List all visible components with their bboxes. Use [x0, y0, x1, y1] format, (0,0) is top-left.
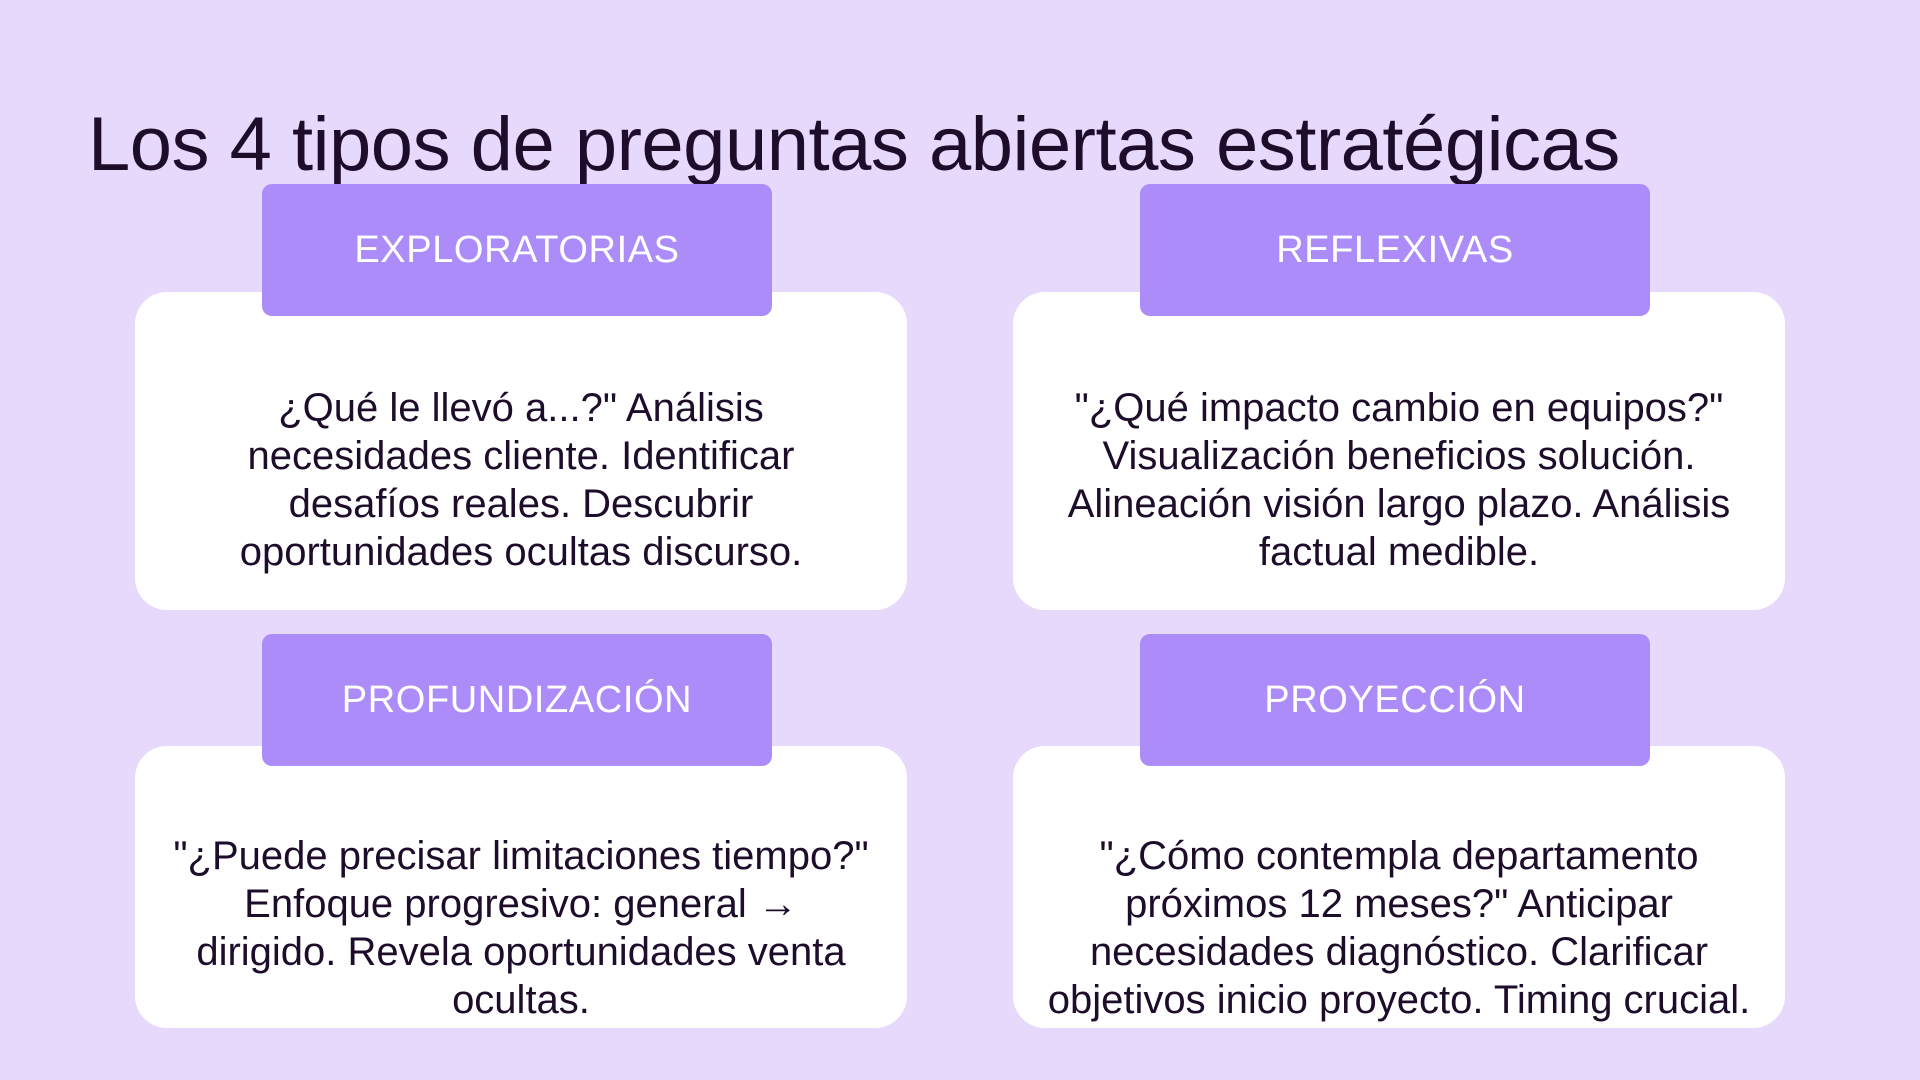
card-header-badge: REFLEXIVAS: [1140, 184, 1650, 316]
card-header-badge: PROFUNDIZACIÓN: [262, 634, 772, 766]
card-surface: [1013, 746, 1785, 1028]
card-header-badge: PROYECCIÓN: [1140, 634, 1650, 766]
card-exploratorias: EXPLORATORIAS ¿Qué le llevó a...?" Análi…: [135, 184, 907, 610]
card-header-label: EXPLORATORIAS: [354, 229, 680, 271]
card-body-text: ¿Qué le llevó a...?" Análisis necesidade…: [239, 386, 803, 574]
card-body-text: "¿Cómo contempla departamento próximos 1…: [1047, 834, 1751, 1022]
card-header-badge: EXPLORATORIAS: [262, 184, 772, 316]
card-header-label: PROYECCIÓN: [1264, 679, 1526, 721]
card-reflexivas: REFLEXIVAS "¿Qué impacto cambio en equip…: [1013, 184, 1785, 610]
card-body-text: "¿Qué impacto cambio en equipos?" Visual…: [1067, 386, 1731, 574]
card-body-text: "¿Puede precisar limitaciones tiempo?" E…: [173, 834, 869, 1022]
card-proyeccion: PROYECCIÓN "¿Cómo contempla departamento…: [1013, 634, 1785, 1028]
card-surface: [135, 746, 907, 1028]
card-surface: [1013, 292, 1785, 610]
card-header-label: PROFUNDIZACIÓN: [341, 679, 693, 721]
page-title: Los 4 tipos de preguntas abiertas estrat…: [88, 101, 1620, 187]
card-surface: [135, 292, 907, 610]
card-profundizacion: PROFUNDIZACIÓN "¿Puede precisar limitaci…: [135, 634, 907, 1028]
card-header-label: REFLEXIVAS: [1276, 229, 1514, 271]
